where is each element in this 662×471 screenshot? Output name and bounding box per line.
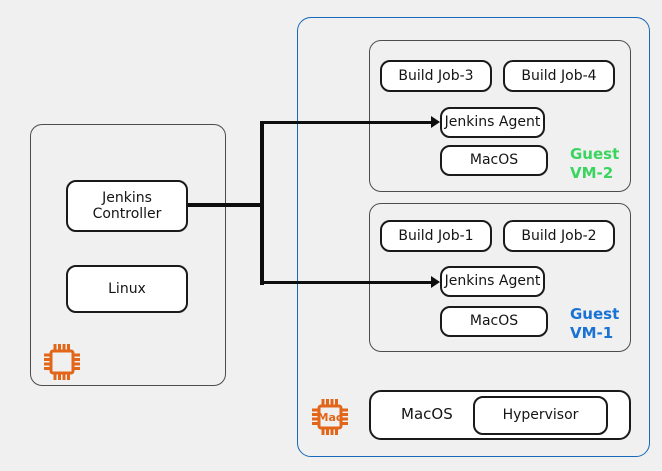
build-job-3-label: Build Job-3 (398, 67, 474, 84)
connector-trunk (188, 203, 264, 207)
guest-vm-2-label-line1: Guest (570, 145, 620, 163)
guest-vm-1-group (369, 203, 631, 352)
mac-chip-text: Mac (318, 411, 343, 424)
jenkins-controller-label-line2: Controller (92, 206, 162, 222)
hypervisor-node[interactable]: Hypervisor (473, 396, 608, 435)
guest-vm-2-group (369, 40, 631, 192)
vm2-jenkins-agent-label: Jenkins Agent (444, 114, 541, 131)
vm1-macos-node[interactable]: MacOS (440, 306, 548, 337)
guest-vm-1-label-line2: VM-1 (570, 323, 614, 342)
guest-vm-2-label-line2: VM-2 (570, 163, 614, 182)
build-job-1-label: Build Job-1 (398, 227, 474, 244)
vm1-macos-label: MacOS (469, 313, 519, 330)
build-job-4-node[interactable]: Build Job-4 (503, 60, 615, 92)
host-panel (297, 17, 650, 457)
vm1-jenkins-agent-node[interactable]: Jenkins Agent (440, 266, 545, 297)
vm2-macos-label: MacOS (469, 152, 519, 169)
host-macos-label: MacOS (401, 405, 453, 424)
mac-chip-icon: Mac (308, 395, 352, 443)
connector-to-vm1-agent (260, 281, 434, 284)
build-job-2-node[interactable]: Build Job-2 (503, 220, 615, 252)
jenkins-controller-node[interactable]: Jenkins Controller (66, 180, 188, 232)
guest-vm-1-label: Guest VM-1 (570, 305, 619, 343)
build-job-3-node[interactable]: Build Job-3 (380, 60, 492, 92)
linux-node[interactable]: Linux (66, 265, 188, 313)
vm2-jenkins-agent-node[interactable]: Jenkins Agent (440, 107, 545, 138)
connector-to-vm2-agent (260, 121, 434, 124)
cpu-chip-icon (40, 340, 84, 388)
arrow-head-vm1 (431, 276, 440, 288)
guest-vm-1-label-line1: Guest (570, 305, 620, 323)
vm2-macos-node[interactable]: MacOS (440, 145, 548, 176)
arrow-head-vm2 (431, 116, 440, 128)
build-job-4-label: Build Job-4 (521, 67, 597, 84)
build-job-2-label: Build Job-2 (521, 227, 597, 244)
linux-label: Linux (108, 280, 146, 297)
guest-vm-2-label: Guest VM-2 (570, 145, 619, 183)
hypervisor-label: Hypervisor (502, 407, 579, 424)
build-job-1-node[interactable]: Build Job-1 (380, 220, 492, 252)
controller-panel (30, 124, 226, 386)
jenkins-controller-label-line1: Jenkins (102, 189, 152, 206)
vm1-jenkins-agent-label: Jenkins Agent (444, 273, 541, 290)
connector-riser (260, 121, 264, 285)
